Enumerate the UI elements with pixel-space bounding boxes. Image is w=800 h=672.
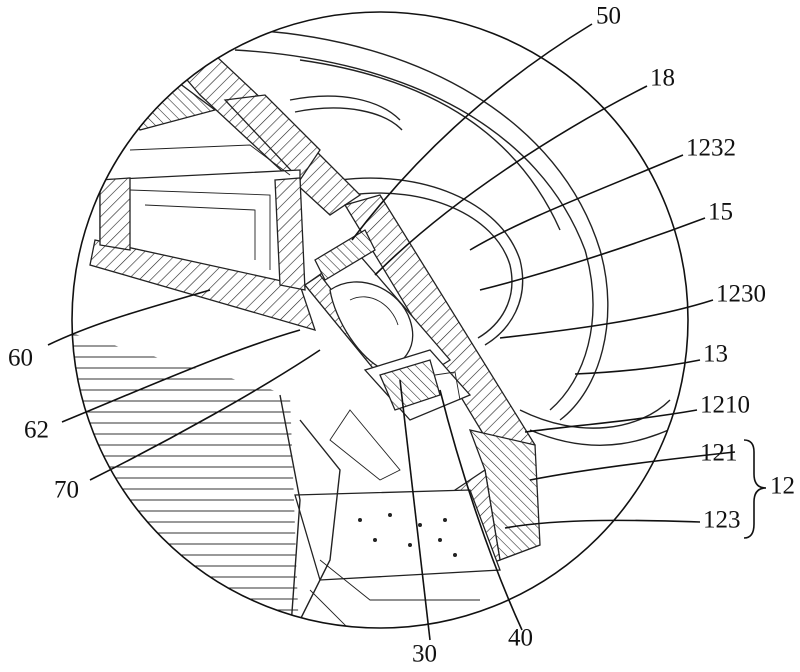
label-70: 70 xyxy=(54,477,79,504)
label-50: 50 xyxy=(596,3,621,30)
label-12: 12 xyxy=(770,473,795,500)
label-62: 62 xyxy=(24,417,49,444)
label-1210: 1210 xyxy=(700,392,750,419)
label-40: 40 xyxy=(508,625,533,652)
label-60: 60 xyxy=(8,345,33,372)
label-18: 18 xyxy=(650,65,675,92)
label-123: 123 xyxy=(703,507,741,534)
label-1230: 1230 xyxy=(716,281,766,308)
label-13: 13 xyxy=(703,341,728,368)
brace-12 xyxy=(744,440,766,538)
label-30: 30 xyxy=(412,641,437,668)
label-121: 121 xyxy=(700,440,738,467)
detail-circle-contents xyxy=(60,30,690,660)
label-1232: 1232 xyxy=(686,135,736,162)
label-15: 15 xyxy=(708,199,733,226)
